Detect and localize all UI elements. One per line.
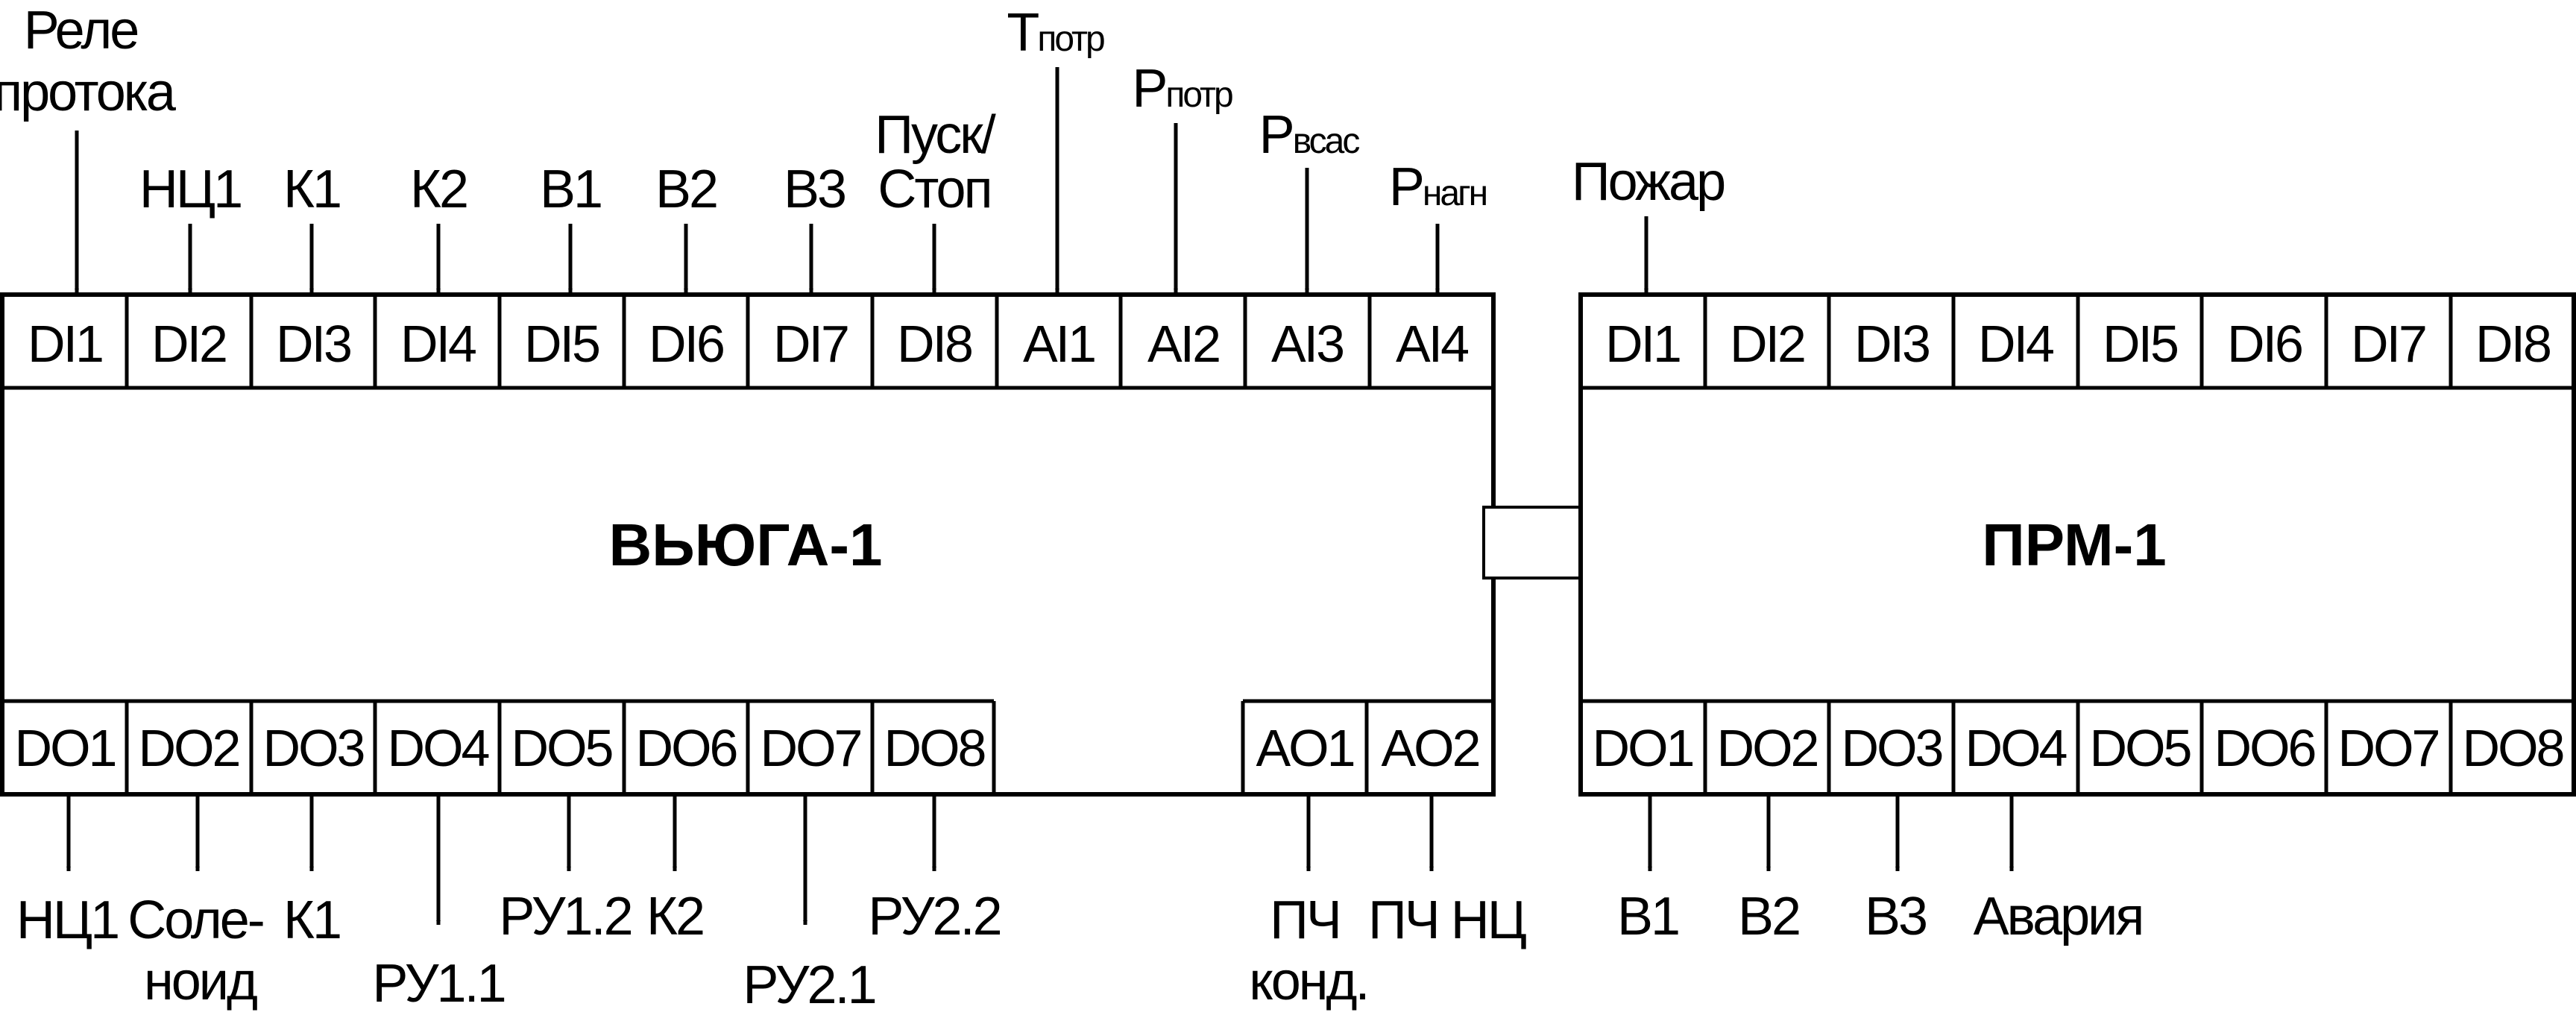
output-ru21-label: РУ2.1	[743, 955, 875, 1015]
output-solenoid-label-line1: Соле-	[127, 891, 263, 950]
vyuga-port-di1: DI1	[28, 315, 102, 373]
input-pusk-label-line1: Пуск/	[875, 105, 995, 165]
vyuga-port-di3: DI3	[276, 315, 350, 373]
output-ru12-label: РУ1.2	[499, 887, 631, 946]
vyuga-port-do6: DO6	[636, 719, 737, 777]
prm-port-do2: DO2	[1717, 719, 1818, 777]
vyuga-input-arrows	[75, 67, 1440, 293]
prm-signal-labels: Пожар В1 В2 В3 Авария	[1572, 152, 2145, 946]
vyuga-port-do4: DO4	[388, 719, 489, 777]
output-pch-cond-label-line1: ПЧ	[1270, 891, 1340, 950]
vyuga-port-do1: DO1	[15, 719, 116, 777]
input-k1-label: К1	[283, 160, 340, 219]
prm-port-di8: DI8	[2475, 315, 2550, 373]
input-nc1-label: НЦ1	[139, 160, 241, 219]
vyuga-port-di6: DI6	[649, 315, 723, 373]
prm-port-di1: DI1	[1605, 315, 1680, 373]
prm-port-do6: DO6	[2214, 719, 2315, 777]
vyuga-top-ports: DI1 DI2 DI3 DI4 DI5 DI6 DI7 DI8 AI1 AI2 …	[28, 315, 1470, 373]
output-pch-nc-label: ПЧ НЦ	[1368, 891, 1526, 950]
input-pusk-label-line2: Стоп	[878, 160, 990, 219]
prm-port-di2: DI2	[1730, 315, 1804, 373]
vyuga-port-do8: DO8	[884, 719, 985, 777]
output-nc1-label: НЦ1	[16, 891, 118, 950]
vyuga-output-labels: НЦ1 Соле- ноид К1 РУ1.1 РУ1.2 К2 РУ2.1 Р…	[16, 887, 1528, 1015]
vyuga-port-di2: DI2	[151, 315, 226, 373]
vyuga-output-arrows	[66, 797, 1434, 925]
prm-output-v1-label: В1	[1617, 887, 1678, 946]
vyuga-top-port-dividers	[125, 295, 1372, 388]
vyuga-port-do7: DO7	[760, 719, 861, 777]
prm-title: ПРМ-1	[1982, 512, 2167, 578]
output-k1-label: К1	[283, 891, 340, 950]
input-k2-label: К2	[410, 160, 467, 219]
prm-port-di4: DI4	[1978, 315, 2053, 373]
vyuga-port-do2: DO2	[139, 719, 239, 777]
prm-port-di7: DI7	[2351, 315, 2425, 373]
input-p-nagn-label: Pнагн	[1389, 157, 1487, 217]
vyuga-port-do5: DO5	[511, 719, 612, 777]
vyuga-port-ai4: AI4	[1396, 315, 1468, 373]
input-fire-label: Пожар	[1572, 152, 1725, 212]
vyuga-title: ВЬЮГА-1	[609, 512, 883, 578]
vyuga-port-ao1: AO1	[1256, 719, 1353, 777]
input-v2-label: В2	[655, 160, 717, 219]
vyuga-port-ai2: AI2	[1147, 315, 1219, 373]
prm-port-dividers	[1703, 295, 2453, 794]
prm-port-do3: DO3	[1842, 719, 1942, 777]
prm-signal-arrows	[1644, 216, 2014, 871]
input-p-vsas-label: Pвсас	[1259, 105, 1360, 165]
prm-output-v3-label: В3	[1865, 887, 1926, 946]
output-ru11-label: РУ1.1	[372, 954, 504, 1014]
prm-top-ports: DI1 DI2 DI3 DI4 DI5 DI6 DI7 DI8	[1605, 315, 2552, 373]
prm-port-di3: DI3	[1854, 315, 1929, 373]
prm-port-do1: DO1	[1593, 719, 1693, 777]
prm-port-do7: DO7	[2338, 719, 2439, 777]
input-t-potr-label: Tпотр	[1007, 3, 1104, 63]
vyuga-port-do3: DO3	[263, 719, 364, 777]
vyuga-bottom-port-dividers	[125, 701, 1369, 794]
prm-bottom-ports: DO1 DO2 DO3 DO4 DO5 DO6 DO7 DO8	[1593, 719, 2566, 777]
vyuga-port-ao2: AO2	[1381, 719, 1478, 777]
vyuga-bottom-ports: DO1 DO2 DO3 DO4 DO5 DO6 DO7 DO8 AO1 AO2	[15, 719, 1481, 777]
prm-output-v2-label: В2	[1738, 887, 1799, 946]
input-rele-label-line1: Реле	[24, 1, 138, 60]
prm-port-do5: DO5	[2090, 719, 2191, 777]
vyuga-port-di7: DI7	[773, 315, 848, 373]
prm-output-alarm-label: Авария	[1974, 887, 2143, 946]
input-v1-label: В1	[540, 160, 601, 219]
input-p-potr-label: Pпотр	[1132, 59, 1232, 119]
output-pch-cond-label-line2: конд.	[1249, 952, 1367, 1011]
vyuga-input-labels: Реле протока НЦ1 К1 К2 В1 В2 В3 Пуск/ Ст…	[0, 1, 1489, 219]
interface-connector	[1482, 506, 1590, 580]
vyuga-port-di4: DI4	[400, 315, 476, 373]
prm-port-do4: DO4	[1965, 719, 2067, 777]
vyuga-port-ai3: AI3	[1271, 315, 1343, 373]
vyuga-port-di5: DI5	[524, 315, 599, 373]
prm-port-do8: DO8	[2463, 719, 2563, 777]
prm-port-di5: DI5	[2103, 315, 2177, 373]
input-rele-label-line2: протока	[0, 63, 177, 122]
input-v3-label: В3	[784, 160, 845, 219]
output-ru22-label: РУ2.2	[868, 887, 1000, 946]
vyuga-port-ai1: AI1	[1023, 315, 1095, 373]
vyuga-port-di8: DI8	[897, 315, 971, 373]
prm-port-di6: DI6	[2227, 315, 2302, 373]
output-k2-label: К2	[646, 887, 703, 946]
output-solenoid-label-line2: ноид	[144, 952, 257, 1011]
